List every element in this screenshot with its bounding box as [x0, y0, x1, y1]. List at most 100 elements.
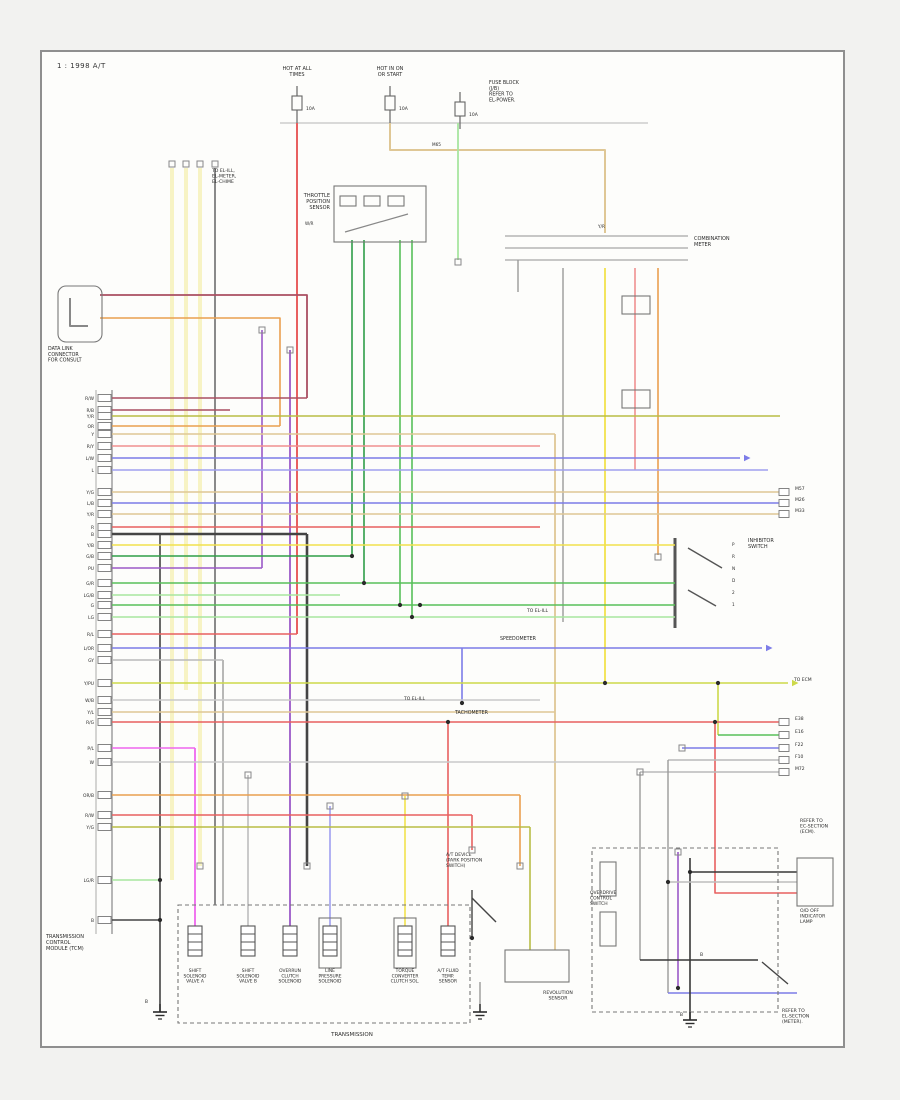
page-title: 1 : 1998 A/T — [57, 62, 106, 70]
diagram-label: TO EL-ILL — [526, 608, 548, 614]
connector-stub — [182, 160, 190, 168]
tcm-pin — [97, 564, 112, 572]
wire — [714, 722, 797, 894]
pin-code-label: PU — [88, 566, 94, 572]
tcm-pin — [97, 811, 112, 819]
tcm-pin — [97, 523, 112, 531]
wire — [471, 897, 497, 923]
pin-code-label: R — [91, 525, 94, 531]
connector-stub — [196, 862, 204, 870]
pin-code-label: LG/B — [84, 593, 94, 599]
diagram-label: TRANSMISSION — [330, 1032, 373, 1038]
connector-stub — [326, 802, 334, 810]
pin-code-label: L/OR — [84, 646, 94, 652]
data-link-connector-icon — [69, 298, 88, 327]
component-box — [621, 389, 651, 409]
component-box — [363, 195, 381, 207]
wire — [100, 294, 308, 398]
diagram-label: B — [145, 999, 148, 1005]
tcm-pin — [97, 613, 112, 621]
pin-code-label: R/L — [87, 632, 95, 638]
pin-code-label: OR/B — [83, 793, 94, 799]
pin-code-label: R/G — [86, 720, 95, 726]
edge-pin — [778, 756, 790, 764]
tcm-pin — [97, 442, 112, 450]
connector-stub — [196, 160, 204, 168]
tcm-pin — [97, 552, 112, 560]
tcm-pin — [97, 718, 112, 726]
junction-dot — [665, 879, 671, 885]
component-box — [57, 285, 103, 343]
junction-dot — [715, 680, 721, 686]
tcm-pin — [97, 579, 112, 587]
tcm-pin — [97, 488, 112, 496]
connector-stub — [678, 744, 686, 752]
diagram-label: 10A — [469, 112, 479, 118]
tcm-pin — [97, 510, 112, 518]
pin-code-label: G/R — [86, 581, 94, 587]
wires-layer — [100, 122, 797, 1020]
tcm-pin — [97, 876, 112, 884]
junction-dot — [349, 553, 355, 559]
fuse-icon — [454, 101, 466, 117]
pin-code-label: L/B — [87, 501, 94, 507]
tcm-pin — [97, 758, 112, 766]
fuse-icon — [384, 95, 396, 111]
junction-dot — [445, 719, 451, 725]
junction-dot — [409, 614, 415, 620]
pin-code-label: LG — [88, 615, 94, 621]
tcm-pin — [97, 530, 112, 538]
tcm-pin — [97, 791, 112, 799]
connector-stub — [401, 792, 409, 800]
boxes-layer — [57, 185, 834, 1024]
junction-dot — [157, 877, 163, 883]
pin-code-label: R/Y — [87, 444, 95, 450]
wire — [100, 317, 281, 426]
pin-code-label: Y/R — [86, 512, 94, 518]
tcm-pin — [97, 644, 112, 652]
junction-dot — [459, 700, 465, 706]
pin-code-label: B — [91, 918, 94, 924]
connector-stub — [168, 160, 176, 168]
wire — [761, 961, 789, 985]
pin-code-label: B — [91, 532, 94, 538]
pin-code-label: G — [91, 603, 95, 609]
tcm-pin — [97, 412, 112, 420]
solenoid-symbol — [322, 925, 338, 957]
rows-layer: R/WR/BY/RORYR/YL/WLY/GL/BY/RRBY/BG/BPUG/… — [83, 394, 788, 924]
connector-stub — [674, 848, 682, 856]
component-box — [318, 917, 342, 969]
junction-dot — [417, 602, 423, 608]
diagram-label: E16 — [795, 729, 804, 735]
edge-pin — [778, 718, 790, 726]
tcm-pin — [97, 630, 112, 638]
tcm-pin — [97, 454, 112, 462]
component-box — [387, 195, 405, 207]
connector-stub — [286, 346, 294, 354]
diagram-label: TO ECM — [793, 677, 812, 683]
pin-code-label: Y/G — [85, 490, 94, 496]
diagram-label: F10 — [795, 754, 803, 760]
pin-code-label: L — [92, 468, 95, 474]
connector-stub — [244, 771, 252, 779]
component-box — [504, 949, 570, 983]
junction-dot — [602, 680, 608, 686]
junction-dot — [712, 719, 718, 725]
wire — [687, 547, 723, 569]
marks-layer — [153, 160, 799, 1028]
connector-stub — [303, 862, 311, 870]
assembly-dashed-box — [591, 847, 779, 1013]
solenoid-symbol — [440, 925, 456, 957]
pin-code-label: R/B — [86, 408, 94, 414]
